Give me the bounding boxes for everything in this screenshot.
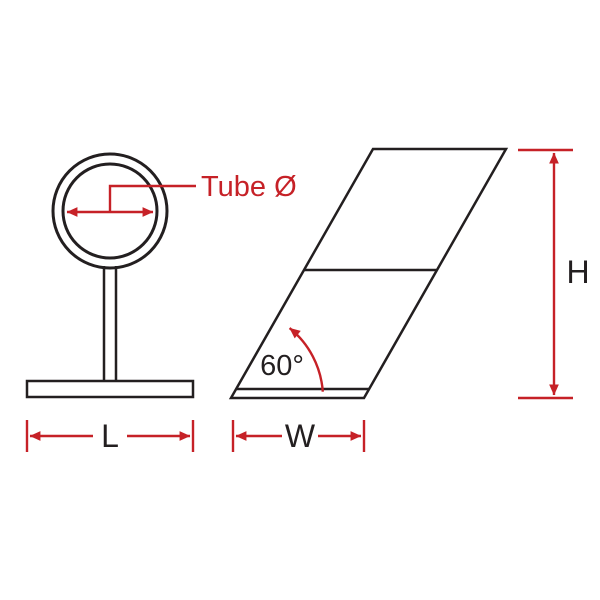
inner-ring	[61, 162, 159, 260]
height-dimension: H	[518, 148, 590, 400]
outer-ring	[51, 152, 169, 270]
angle-dimension: 60°	[260, 327, 324, 392]
front-view	[25, 152, 195, 399]
tube-diameter-leader-line	[108, 184, 196, 212]
side-view	[228, 147, 509, 400]
width-dimension: W	[231, 418, 366, 454]
tube-diameter-dimension: Tube Ø	[66, 171, 297, 217]
tube-diameter-label: Tube Ø	[201, 171, 297, 203]
height-label: H	[566, 254, 589, 290]
length-dimension: L	[25, 418, 195, 454]
angle-label: 60°	[260, 350, 304, 382]
bracket-side-profile	[228, 147, 509, 400]
length-label: L	[101, 418, 119, 454]
angle-arc-arrow	[288, 327, 324, 392]
base-plate	[25, 379, 195, 399]
width-label: W	[285, 418, 316, 454]
